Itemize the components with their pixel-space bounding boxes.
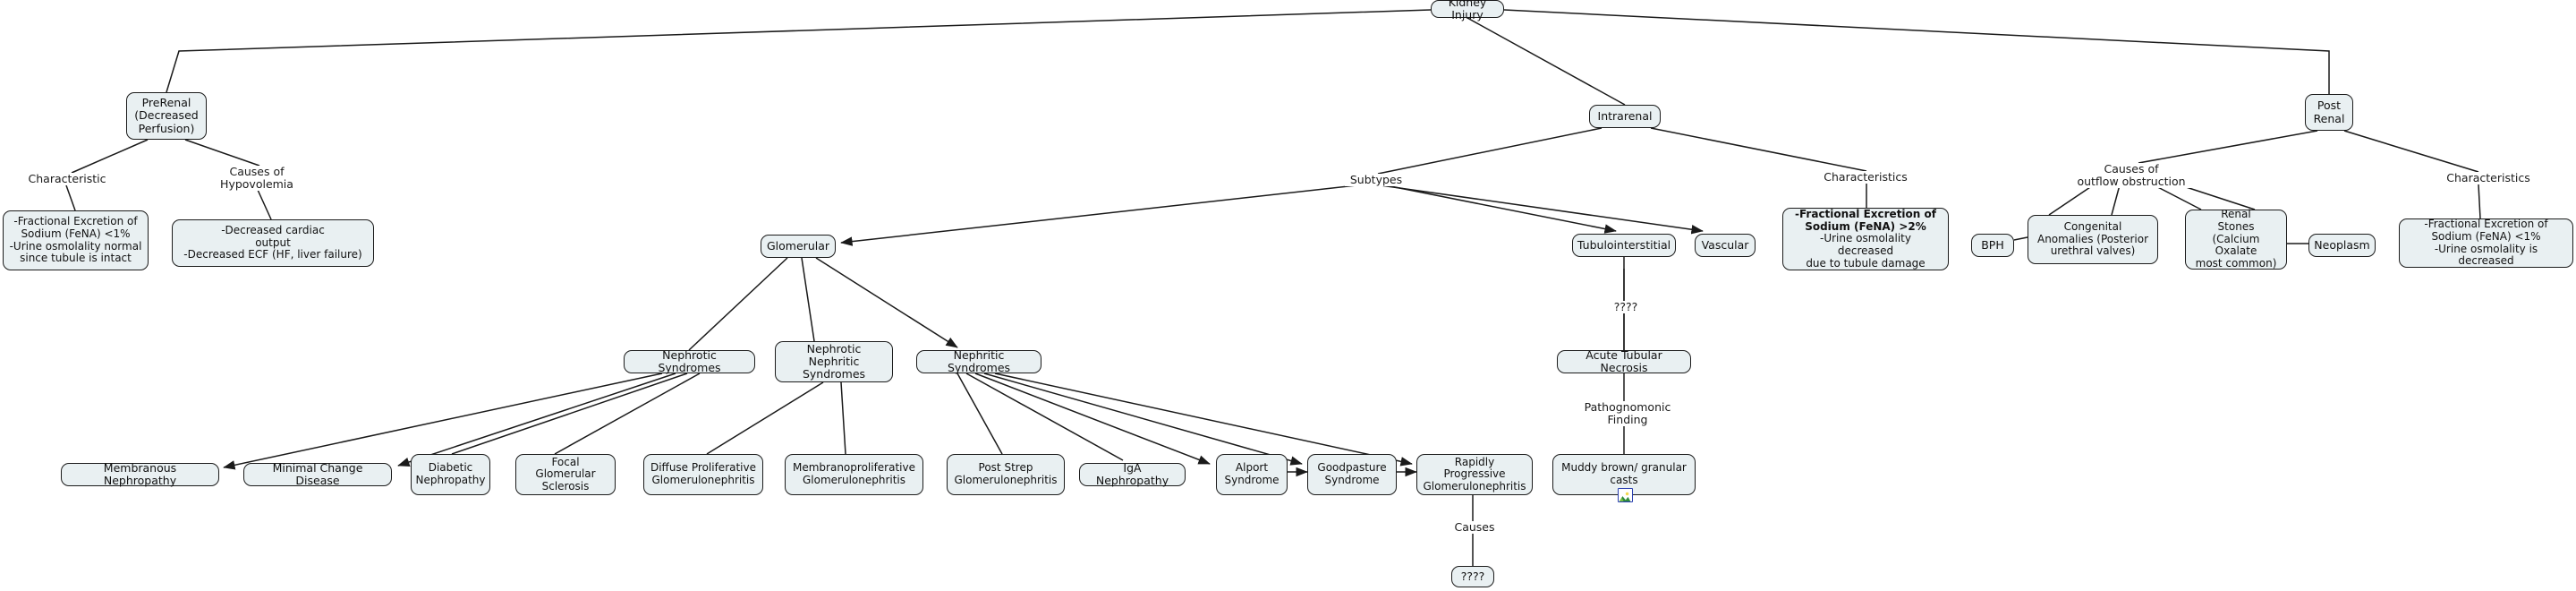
edge-label-atn-unknown: ????	[1606, 301, 1645, 313]
node-hypovolemia-causes[interactable]: -Decreased cardiac output -Decreased ECF…	[172, 219, 374, 267]
node-tubulointerstitial[interactable]: Tubulointerstitial	[1572, 234, 1676, 257]
edge-label-causes-of-outflow-obstruction: Causes of outflow obstruction	[2058, 163, 2205, 188]
edge-label-postrenal-characteristics: Characteristics	[2437, 172, 2539, 184]
node-membranous-nephropathy[interactable]: Membranous Nephropathy	[61, 461, 219, 487]
node-prerenal-characteristics[interactable]: -Fractional Excretion of Sodium (FeNA) <…	[3, 210, 149, 270]
node-alport-syndrome[interactable]: Alport Syndrome	[1216, 454, 1288, 495]
node-diffuse-proliferative-gn[interactable]: Diffuse Proliferative Glomerulonephritis	[643, 454, 763, 495]
node-glomerular[interactable]: Glomerular	[761, 235, 836, 258]
node-acute-tubular-necrosis[interactable]: Acute Tubular Necrosis	[1557, 348, 1691, 374]
intrarenal-char-bold: -Fractional Excretion of Sodium (FeNA) >…	[1795, 207, 1936, 233]
node-postrenal-characteristics[interactable]: -Fractional Excretion of Sodium (FeNA) <…	[2399, 218, 2573, 268]
node-intrarenal[interactable]: Intrarenal	[1589, 105, 1661, 128]
node-congenital-anomalies[interactable]: Congenital Anomalies (Posterior urethral…	[2028, 215, 2158, 264]
node-nephrotic-syndromes[interactable]: Nephrotic Syndromes	[624, 348, 755, 374]
edge-label-causes: Causes	[1447, 521, 1502, 534]
image-attachment-icon[interactable]	[1618, 488, 1633, 502]
intrarenal-char-normal: -Urine osmolality decreased due to tubul…	[1806, 232, 1926, 270]
node-nephrotic-nephritic-syndromes[interactable]: Nephrotic Nephritic Syndromes	[775, 341, 893, 382]
node-post-strep-gn[interactable]: Post Strep Glomerulonephritis	[947, 454, 1065, 495]
node-neoplasm[interactable]: Neoplasm	[2308, 234, 2376, 257]
node-focal-glomerular-sclerosis[interactable]: Focal Glomerular Sclerosis	[515, 454, 616, 495]
edge-label-intrarenal-characteristics: Characteristics	[1815, 171, 1917, 184]
node-intrarenal-characteristics[interactable]: -Fractional Excretion of Sodium (FeNA) >…	[1782, 208, 1949, 270]
node-rapidly-progressive-gn[interactable]: Rapidly Progressive Glomerulonephritis	[1416, 454, 1533, 495]
node-diabetic-nephropathy[interactable]: Diabetic Nephropathy	[411, 454, 490, 495]
node-membranoproliferative-gn[interactable]: Membranoproliferative Glomerulonephritis	[785, 454, 923, 495]
edge-label-characteristic: Characteristic	[16, 173, 118, 185]
node-vascular[interactable]: Vascular	[1695, 234, 1756, 257]
edge-label-subtypes: Subtypes	[1345, 174, 1407, 186]
node-nephritic-syndromes[interactable]: Nephritic Syndromes	[916, 348, 1041, 374]
node-prerenal[interactable]: PreRenal (Decreased Perfusion)	[126, 92, 207, 140]
node-minimal-change-disease[interactable]: Minimal Change Disease	[243, 461, 392, 487]
node-goodpasture-syndrome[interactable]: Goodpasture Syndrome	[1307, 454, 1397, 495]
node-rpgn-causes-unknown[interactable]: ????	[1451, 566, 1494, 587]
node-kidney-injury[interactable]: Kidney Injury	[1431, 0, 1504, 21]
node-post-renal[interactable]: Post Renal	[2305, 94, 2353, 131]
node-iga-nephropathy[interactable]: IgA Nephropathy	[1079, 461, 1186, 487]
node-renal-stones[interactable]: Renal Stones (Calcium Oxalate most commo…	[2185, 208, 2287, 270]
node-bph[interactable]: BPH	[1971, 234, 2014, 257]
edge-label-causes-of-hypovolemia: Causes of Hypovolemia	[201, 166, 312, 191]
edge-label-pathognomonic-finding: Pathognomonic Finding	[1577, 401, 1679, 426]
